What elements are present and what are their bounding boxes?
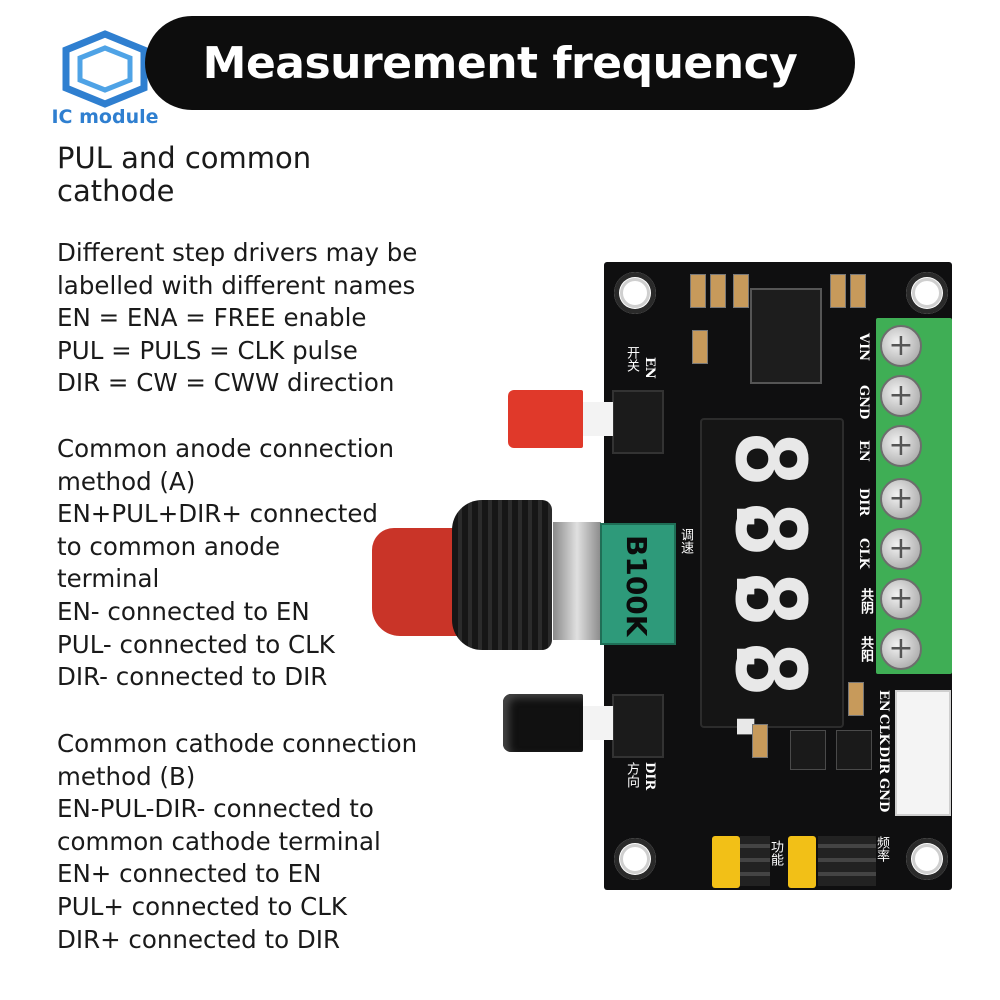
terminal-label-gnd: GND <box>856 385 871 420</box>
section-heading-line: cathode <box>57 174 175 208</box>
jumper-pins <box>846 836 876 886</box>
potentiometer-label: B100K <box>620 535 653 637</box>
potentiometer: B100K <box>600 523 676 645</box>
connector-label-gnd: GND <box>876 778 891 813</box>
connector-label-en: EN <box>876 690 891 712</box>
smd-component <box>848 682 864 716</box>
jumper-pins <box>740 836 770 886</box>
text-line: labelled with different names <box>57 270 416 300</box>
mounting-hole <box>906 838 948 880</box>
terminal-label-vin: VIN <box>856 333 871 362</box>
jumper-pins <box>818 836 848 886</box>
smd-component <box>733 274 749 308</box>
smd-component <box>850 274 866 308</box>
brand-logo: IC module <box>40 30 170 135</box>
function-jumper-label: 功能 <box>768 840 783 866</box>
smd-component <box>752 724 768 758</box>
text-line: EN-PUL-DIR- connected to <box>57 794 374 824</box>
smd-component <box>690 274 706 308</box>
dir-switch-stem <box>583 706 613 740</box>
terminal-screw-clk[interactable] <box>880 528 922 570</box>
signal-connector <box>895 690 951 816</box>
text-line: PUL- connected to CLK <box>57 629 335 659</box>
text-line: terminal <box>57 564 160 594</box>
text-line: PUL+ connected to CLK <box>57 891 347 921</box>
text-line: method (A) <box>57 466 196 496</box>
brand-logo-text: IC module <box>51 106 159 128</box>
terminal-screw-common-cathode[interactable] <box>880 578 922 620</box>
terminal-label-common-cathode: 共阴 <box>858 588 873 614</box>
common-anode-method: Common anode connection method (A) EN+PU… <box>57 433 394 694</box>
en-switch-label: EN <box>642 357 657 379</box>
ic-chip <box>836 730 872 770</box>
terminal-label-dir: DIR <box>856 488 871 517</box>
text-line: method (B) <box>57 761 196 791</box>
terminal-label-en: EN <box>856 440 871 462</box>
speed-knob[interactable] <box>372 500 554 650</box>
text-line: DIR+ connected to DIR <box>57 924 341 954</box>
text-line: EN+PUL+DIR+ connected <box>57 499 378 529</box>
text-line: Common cathode connection <box>57 729 418 758</box>
dir-switch-label: DIR <box>642 762 657 791</box>
mounting-hole <box>614 838 656 880</box>
text-line: DIR- connected to DIR <box>57 662 328 692</box>
mounting-hole <box>906 272 948 314</box>
text-line: EN = ENA = FREE enable <box>57 303 367 333</box>
terminal-label-clk: CLK <box>856 538 871 569</box>
smd-component <box>692 330 708 364</box>
text-line: to common anode <box>57 531 281 561</box>
page-title-banner: Measurement frequency <box>145 16 855 110</box>
terminal-screw-gnd[interactable] <box>880 375 922 417</box>
knob-body <box>452 500 552 650</box>
dir-switch-cn-label: 方向 <box>624 762 639 788</box>
dir-switch-body <box>612 694 664 758</box>
seven-segment-display <box>700 418 844 728</box>
display-digit: 8. <box>714 640 826 756</box>
connector-label-clk: CLK <box>876 714 891 745</box>
text-line: DIR = CW = CWW direction <box>57 368 395 398</box>
text-line: PUL = PULS = CLK pulse <box>57 335 358 365</box>
dir-switch-button[interactable] <box>503 694 583 752</box>
en-switch-button[interactable] <box>508 390 583 448</box>
en-switch-stem <box>583 402 613 436</box>
common-cathode-method: Common cathode connection method (B) EN-… <box>57 728 417 956</box>
terminal-screw-en[interactable] <box>880 425 922 467</box>
potentiometer-shaft <box>553 522 601 640</box>
section-heading-line: PUL and common <box>57 141 312 175</box>
terminal-screw-vin[interactable] <box>880 325 922 367</box>
en-switch-body <box>612 390 664 454</box>
text-line: Common anode connection <box>57 434 395 463</box>
smd-component <box>710 274 726 308</box>
mounting-hole <box>614 272 656 314</box>
frequency-jumper[interactable] <box>788 836 816 888</box>
text-line: EN+ connected to EN <box>57 859 322 889</box>
frequency-jumper-label: 频率 <box>874 836 889 862</box>
smd-component <box>830 274 846 308</box>
terminal-screw-common-anode[interactable] <box>880 628 922 670</box>
connector-label-dir: DIR <box>876 746 891 775</box>
terminal-screw-dir[interactable] <box>880 478 922 520</box>
terminal-label-common-anode: 共阳 <box>858 636 873 662</box>
hexagon-icon <box>62 30 148 108</box>
ic-chip <box>790 730 826 770</box>
voltage-regulator <box>750 288 822 384</box>
page-title: Measurement frequency <box>202 37 798 89</box>
function-jumper[interactable] <box>712 836 740 888</box>
text-line: Different step drivers may be <box>57 238 418 267</box>
text-line: EN- connected to EN <box>57 596 310 626</box>
en-switch-cn-label: 开关 <box>624 346 639 372</box>
section-heading: PUL and common cathode <box>57 142 387 208</box>
text-line: common cathode terminal <box>57 826 381 856</box>
speed-cn-label: 调速 <box>678 528 693 554</box>
naming-note: Different step drivers may be labelled w… <box>57 237 417 400</box>
